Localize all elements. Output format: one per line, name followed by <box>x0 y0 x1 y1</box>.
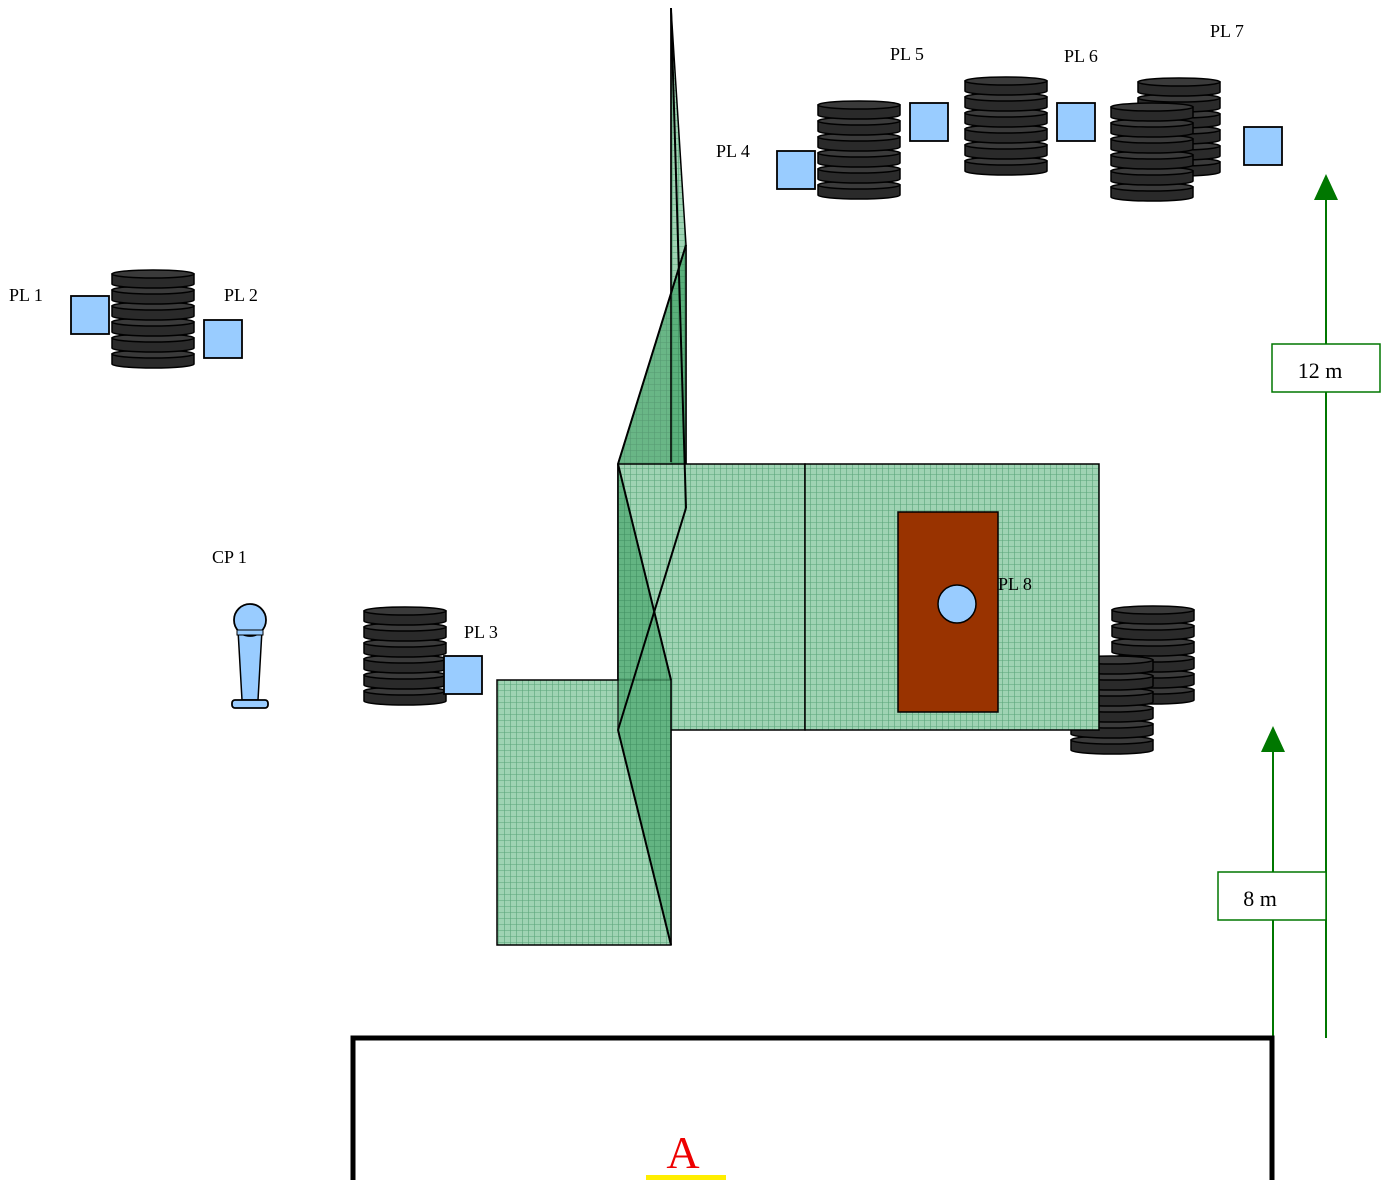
plate-icon <box>909 102 949 142</box>
start-area-underline <box>646 1175 726 1180</box>
label-pl6: PL 6 <box>1064 46 1098 66</box>
plate-icon <box>203 319 243 359</box>
plate-icon <box>1056 102 1096 142</box>
start-area-label: A <box>666 1127 699 1178</box>
tire-stack-icon <box>1110 102 1194 202</box>
plate-icon <box>1243 126 1283 166</box>
tire-stack-icon <box>363 606 447 706</box>
plate-icon <box>776 150 816 190</box>
plate-icon <box>70 295 110 335</box>
start-area: A <box>350 1035 1275 1180</box>
target-panel <box>897 511 999 713</box>
label-pl7: PL 7 <box>1210 21 1244 41</box>
label-pl3: PL 3 <box>464 622 498 642</box>
tire-stack-icon <box>817 100 901 200</box>
distance-8m-label: 8 m <box>1243 886 1277 911</box>
arrow-up-icon <box>1261 726 1285 752</box>
control-point-icon <box>231 603 269 709</box>
distance-8m: 8 m <box>1217 726 1327 1040</box>
label-cp1: CP 1 <box>212 547 247 567</box>
label-pl2: PL 2 <box>224 285 258 305</box>
label-pl4: PL 4 <box>716 141 750 161</box>
arrow-up-icon <box>1314 174 1338 200</box>
plates <box>70 102 1283 695</box>
label-pl1: PL 1 <box>9 285 43 305</box>
round-plate-icon <box>937 584 977 624</box>
plate-icon <box>443 655 483 695</box>
label-pl8: PL 8 <box>998 574 1032 594</box>
distance-12m-label: 12 m <box>1298 358 1343 383</box>
label-pl5: PL 5 <box>890 44 924 64</box>
tire-stack-icon <box>111 269 195 369</box>
tire-stack-icon <box>964 76 1048 176</box>
